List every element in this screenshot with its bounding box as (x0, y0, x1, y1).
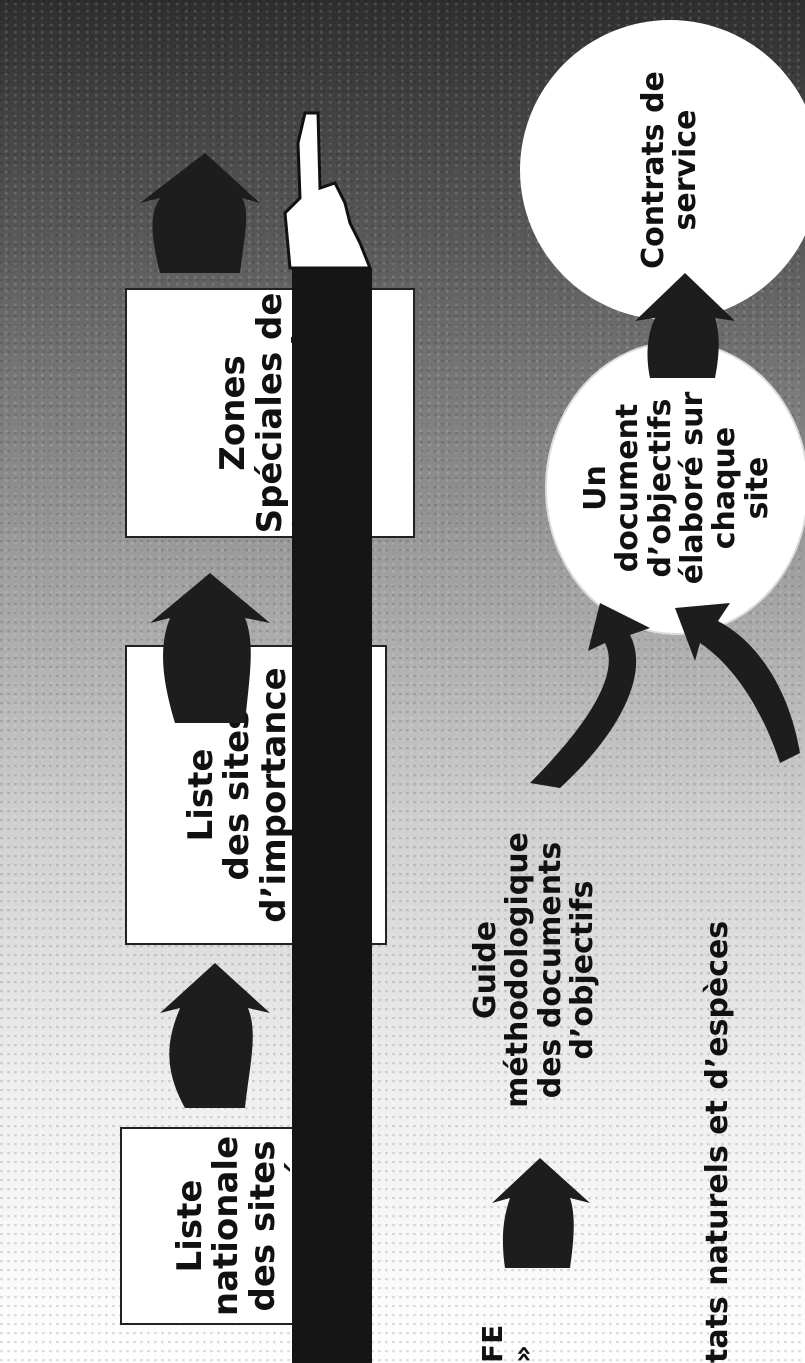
arrow-curve-upper (530, 603, 650, 788)
arrow-curve-lower (675, 603, 800, 763)
arrow-to-guide (492, 1158, 590, 1268)
hand-icon (283, 111, 373, 270)
arrow-box1-to-box2 (160, 963, 270, 1108)
arrow-doc-to-contracts (635, 273, 735, 378)
arrow-from-zones (140, 153, 260, 273)
arrow-box2-to-box3 (150, 573, 270, 723)
